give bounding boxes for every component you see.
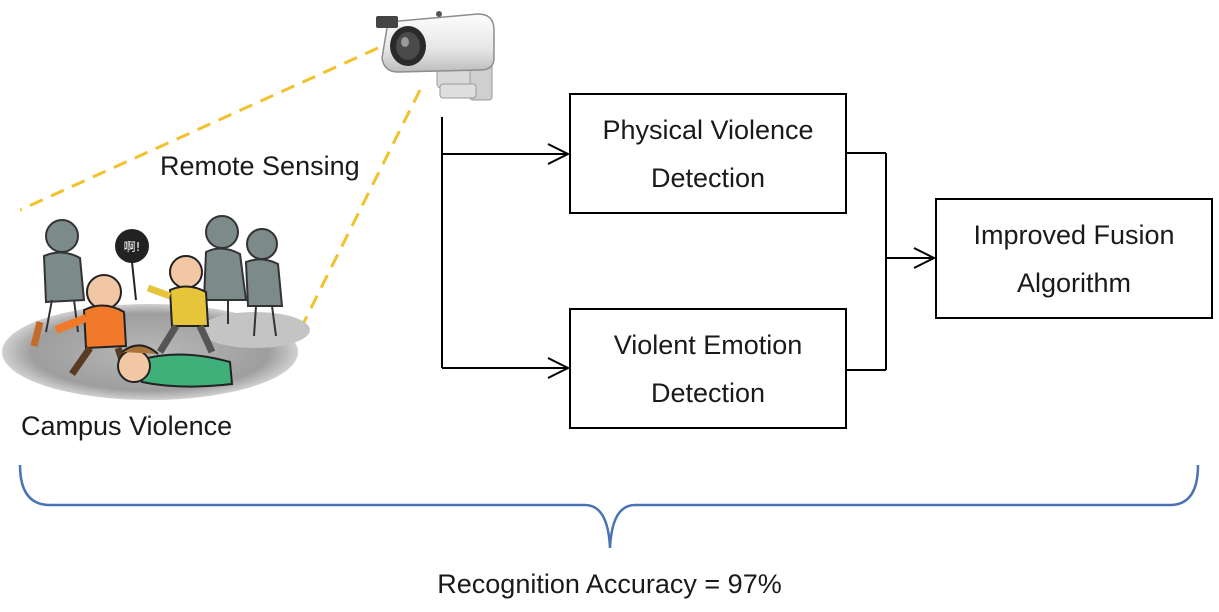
physical-box-line1: Physical Violence	[602, 114, 814, 145]
violent-emotion-detection-box: Violent Emotion Detection	[569, 308, 847, 429]
speech-bubble-text: 啊!	[124, 240, 141, 254]
speech-bubble	[115, 229, 149, 301]
recognition-accuracy-label: Recognition Accuracy = 97%	[437, 569, 782, 599]
campus-violence-label: Campus Violence	[21, 411, 233, 441]
accuracy-brace	[18, 464, 1200, 549]
emotion-box-line2: Detection	[650, 377, 766, 408]
remote-sensing-label: Remote Sensing	[160, 151, 360, 181]
connectors	[441, 117, 937, 379]
sensing-ray-right	[298, 89, 422, 331]
fusion-box-line2: Algorithm	[1016, 267, 1132, 298]
security-camera-icon	[376, 11, 495, 101]
improved-fusion-algorithm-box: Improved Fusion Algorithm	[935, 198, 1213, 319]
fusion-box-line1: Improved Fusion	[973, 219, 1175, 250]
physical-box-line2: Detection	[650, 162, 766, 193]
campus-violence-illustration	[2, 215, 310, 400]
physical-violence-detection-box: Physical Violence Detection	[569, 93, 847, 214]
sensing-ray-left	[19, 46, 379, 212]
emotion-box-line1: Violent Emotion	[613, 329, 803, 360]
